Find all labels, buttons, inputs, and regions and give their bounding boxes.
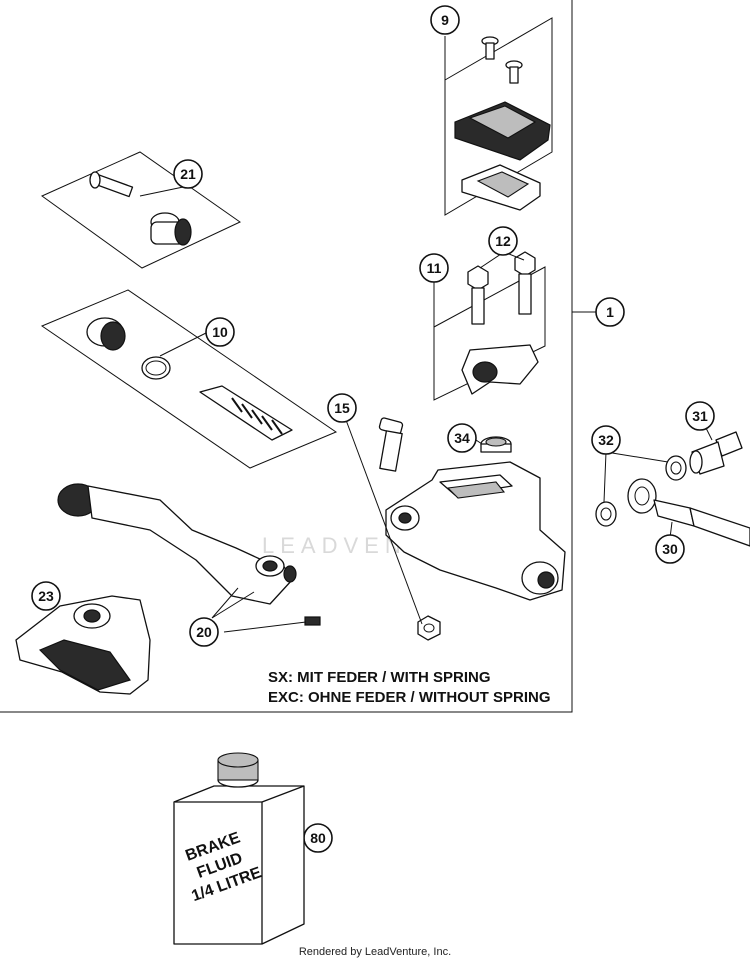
svg-text:31: 31	[692, 408, 708, 424]
panel-10	[40, 289, 338, 469]
svg-text:23: 23	[38, 588, 54, 604]
svg-text:20: 20	[196, 624, 212, 640]
svg-text:34: 34	[454, 430, 470, 446]
callout-32: 32	[591, 425, 621, 455]
callout-10: 10	[205, 317, 235, 347]
callout-15: 15	[327, 393, 357, 423]
svg-text:21: 21	[180, 166, 196, 182]
footer-credit: Rendered by LeadVenture, Inc.	[298, 946, 452, 958]
svg-text:12: 12	[495, 233, 511, 249]
copper-washer-1	[665, 455, 687, 481]
note-sx: SX: MIT FEDER / WITH SPRING	[268, 669, 491, 686]
piston-seal	[86, 317, 126, 351]
piston-pin	[89, 171, 134, 198]
svg-text:10: 10	[212, 324, 228, 340]
svg-text:30: 30	[662, 541, 678, 557]
clamp-bolt-1	[467, 265, 489, 325]
callout-34: 34	[447, 423, 477, 453]
callout-12: 12	[488, 226, 518, 256]
reservoir-diaphragm	[461, 164, 541, 211]
circlip	[141, 356, 171, 380]
rubber-boot	[150, 212, 192, 246]
clamp-bolt-2	[514, 251, 536, 315]
assembly-frame	[0, 0, 573, 713]
svg-text:15: 15	[334, 400, 350, 416]
brake-lever	[57, 483, 297, 605]
callout-1: 1	[595, 297, 625, 327]
callout-23: 23	[31, 581, 61, 611]
callout-20: 20	[189, 617, 219, 647]
brake-hose	[627, 478, 750, 547]
cover-screw-1	[481, 36, 499, 60]
svg-text:1: 1	[606, 304, 614, 320]
reservoir-cover	[454, 101, 551, 161]
panel-21	[41, 151, 241, 269]
copper-washer-2	[595, 501, 617, 527]
pivot-nut	[417, 615, 441, 641]
callout-9: 9	[430, 5, 460, 35]
lever-guard	[15, 595, 151, 695]
pivot-bolt	[378, 417, 404, 472]
handlebar-clamp	[461, 344, 539, 395]
cover-screw-2	[505, 60, 523, 84]
brake-fluid-bottle: BRAKE FLUID 1/4 LITRE	[173, 752, 305, 945]
svg-text:80: 80	[310, 830, 326, 846]
piston-spring	[199, 385, 293, 441]
callout-80: 80	[303, 823, 333, 853]
adjuster-screw	[304, 616, 321, 626]
svg-text:11: 11	[427, 260, 442, 276]
callout-11: 11	[419, 253, 449, 283]
callout-21: 21	[173, 159, 203, 189]
banjo-bolt	[689, 431, 743, 475]
callout-31: 31	[685, 401, 715, 431]
master-cylinder-body	[385, 461, 566, 601]
svg-text:32: 32	[598, 432, 614, 448]
note-exc: EXC: OHNE FEDER / WITHOUT SPRING	[268, 689, 551, 706]
callout-30: 30	[655, 534, 685, 564]
svg-text:9: 9	[441, 12, 449, 28]
reservoir-cap-34	[480, 436, 512, 453]
